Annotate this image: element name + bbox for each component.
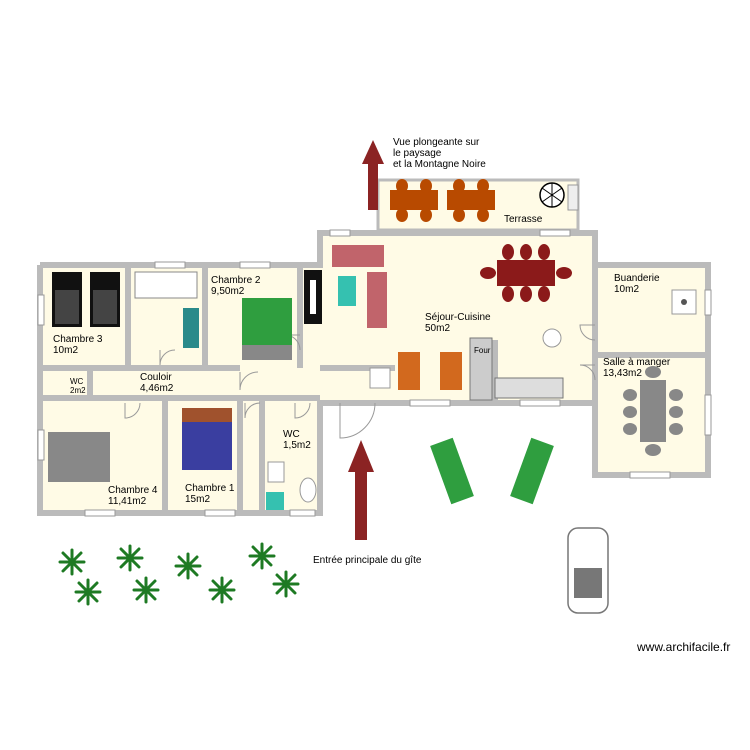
label-chambre1-area: 15m2 — [185, 494, 211, 505]
label-sejour-name: Séjour-Cuisine — [425, 312, 491, 323]
label-entree: Entrée principale du gîte — [313, 555, 422, 566]
label-chambre4-area: 11,41m2 — [108, 496, 147, 507]
terrace-furniture — [390, 179, 579, 222]
car — [567, 527, 609, 614]
label-buanderie-area: 10m2 — [614, 284, 640, 295]
label-chambre1-name: Chambre 1 — [185, 483, 235, 494]
label-wc-small-name: WC — [70, 377, 84, 386]
bedroom-furniture — [48, 271, 317, 510]
salle-furniture — [623, 289, 697, 456]
watermark: www.archifacile.fr — [637, 640, 731, 654]
plants — [58, 542, 300, 606]
view-arrow — [362, 140, 384, 210]
sejour-furniture — [304, 244, 572, 401]
label-wc-small-area: 2m2 — [70, 386, 86, 395]
label-couloir-name: Couloir — [140, 372, 172, 383]
label-couloir-area: 4,46m2 — [140, 383, 174, 394]
windows — [37, 229, 712, 517]
label-wc-name: WC — [283, 429, 300, 440]
label-buanderie-name: Buanderie — [614, 273, 660, 284]
label-vue-line3: et la Montagne Noire — [393, 159, 486, 170]
label-wc-area: 1,5m2 — [283, 440, 311, 451]
doors — [124, 324, 596, 439]
deck-chairs — [430, 437, 554, 505]
label-salle-name: Salle à manger — [603, 357, 671, 368]
label-chambre2-name: Chambre 2 — [211, 275, 261, 286]
label-sejour-area: 50m2 — [425, 323, 451, 334]
label-chambre3-area: 10m2 — [53, 345, 79, 356]
label-vue-line1: Vue plongeante sur — [393, 137, 480, 148]
label-four: Four — [474, 346, 491, 355]
label-chambre2-area: 9,50m2 — [211, 286, 245, 297]
label-terrasse: Terrasse — [504, 214, 543, 225]
label-chambre4-name: Chambre 4 — [108, 485, 158, 496]
entrance-arrow — [348, 440, 374, 540]
walls — [37, 230, 711, 516]
label-chambre3-name: Chambre 3 — [53, 334, 103, 345]
label-salle-area: 13,43m2 — [603, 368, 642, 379]
label-vue-line2: le paysage — [393, 148, 442, 159]
